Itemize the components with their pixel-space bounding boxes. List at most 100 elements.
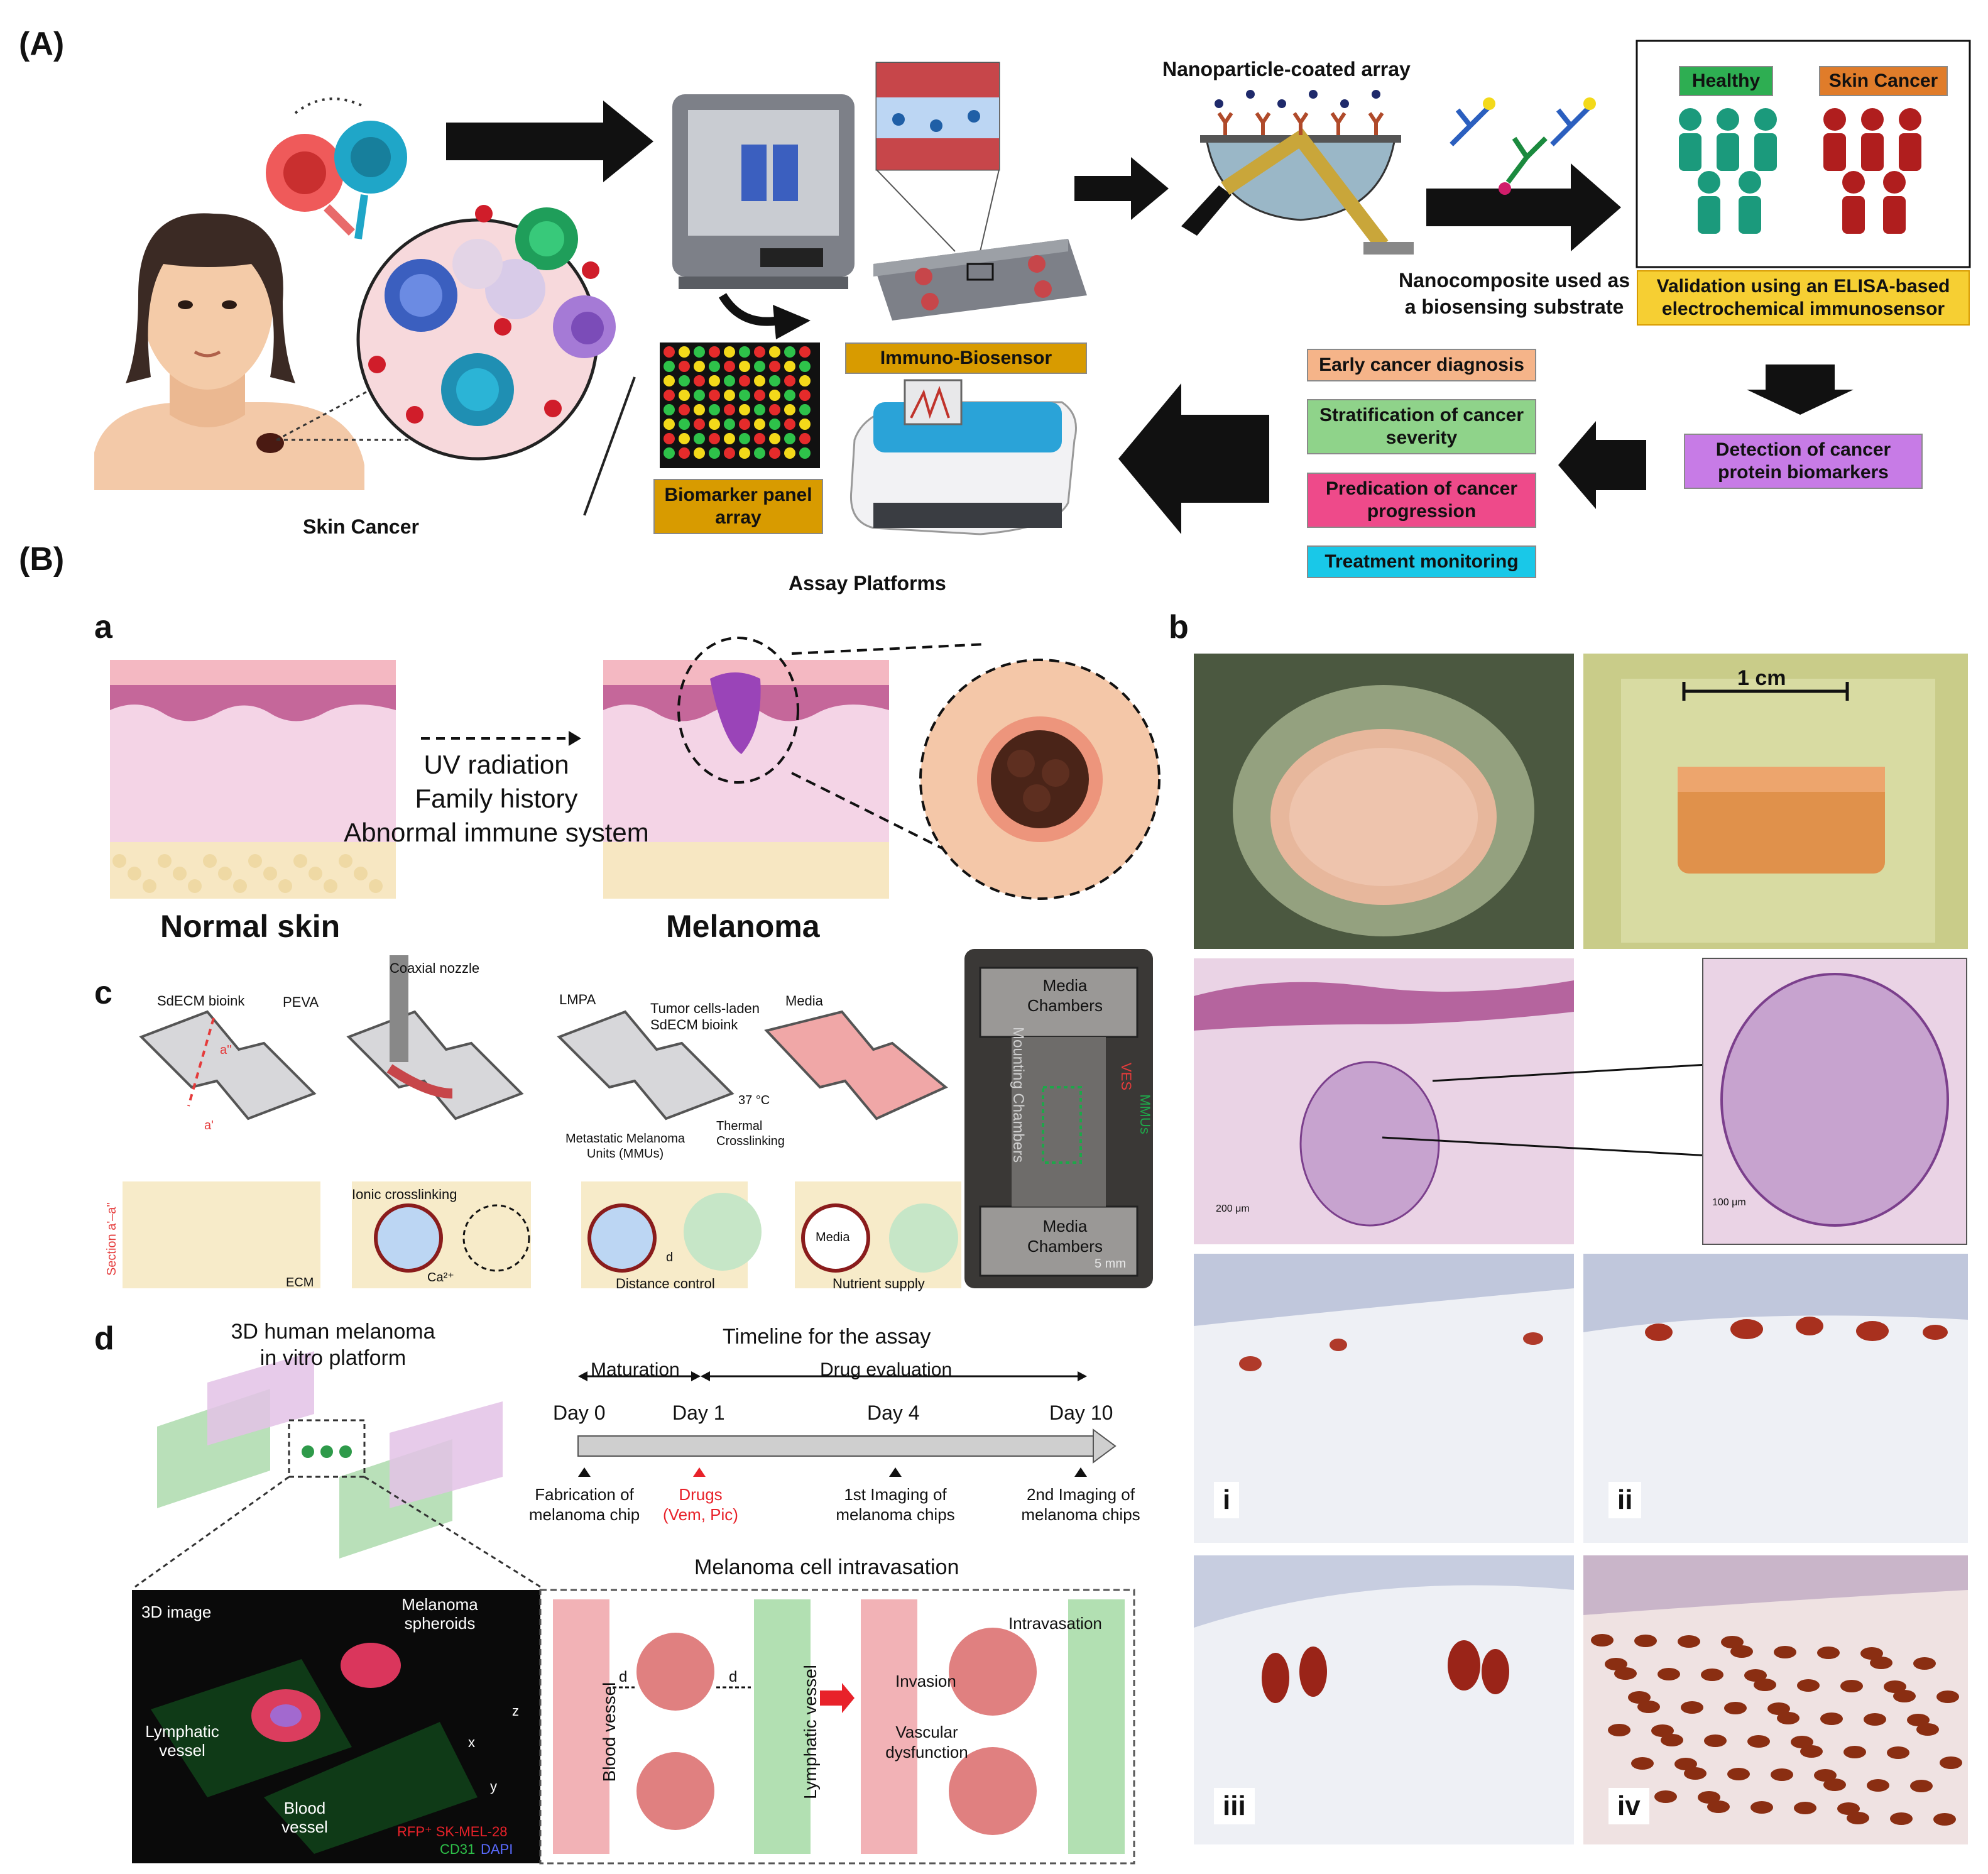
array-spot (724, 346, 735, 358)
assay-platform-instrument (849, 379, 1077, 535)
label-media: Media (785, 993, 823, 1009)
array-spot (739, 361, 750, 372)
event-imaging-2-l1: 2nd Imaging of (1026, 1485, 1135, 1504)
array-spot (679, 390, 690, 401)
ihc-stain-spot (1797, 1679, 1820, 1692)
label-coaxial: Coaxial nozzle (390, 960, 480, 976)
platform-title-line1: 3D human melanoma (231, 1320, 435, 1344)
ihc-stain-spot (1684, 1767, 1707, 1780)
sub-a-letter: a (94, 609, 112, 645)
ihc-stain-spot (1800, 1745, 1823, 1758)
ihc-stain-spot (1887, 1746, 1909, 1759)
array-spot (709, 375, 720, 386)
ihc-stain-spot (1654, 1790, 1677, 1803)
panel-a-label: (A) (19, 26, 65, 62)
label-ecm: ECM (286, 1276, 314, 1290)
array-spot (784, 419, 795, 430)
day-1: Day 1 (672, 1401, 725, 1424)
day-0: Day 0 (553, 1401, 606, 1424)
risk-factor-immune: Abnormal immune system (344, 818, 649, 847)
melanoma-caption: Melanoma (666, 909, 820, 944)
ihc-panel-iii (1194, 1555, 1574, 1844)
nanoparticle-title: Nanoparticle-coated array (1162, 58, 1411, 80)
ihc-stain-spot (1933, 1813, 1956, 1826)
ihc-stain-spot (1916, 1723, 1939, 1736)
label-ionic: Ionic crosslinking (352, 1186, 457, 1202)
ihc-stain-spot (1701, 1669, 1723, 1681)
roman-i: i (1214, 1482, 1240, 1518)
array-spot (799, 447, 811, 459)
axis-z: z (512, 1703, 519, 1719)
fat-cell (112, 854, 126, 868)
ihc-stain-spot (1890, 1812, 1913, 1825)
array-spot (754, 447, 765, 459)
ihc-stain-spot (1698, 1791, 1720, 1804)
skin-cancer-label: Skin Cancer (1819, 66, 1948, 96)
array-spot (769, 419, 780, 430)
array-spot (799, 433, 811, 444)
array-spot (739, 447, 750, 459)
assay-platforms-caption: Assay Platforms (789, 572, 946, 595)
blood-l1: Blood (283, 1799, 326, 1817)
array-spot (709, 346, 720, 358)
array-spot (784, 447, 795, 459)
microfluidic-zoom-inset (875, 62, 1000, 252)
array-spot (694, 404, 705, 415)
legend-rfp: RFP⁺ SK-MEL-28 (397, 1824, 508, 1839)
application-stratification: Stratification of cancer severity (1307, 399, 1536, 454)
array-spot (799, 390, 811, 401)
array-spot (769, 433, 780, 444)
day-4: Day 4 (867, 1401, 920, 1424)
array-spot (754, 419, 765, 430)
ihc-stain-spot (1913, 1657, 1936, 1670)
array-spot (724, 390, 735, 401)
array-spot (724, 404, 735, 415)
array-spot (799, 404, 811, 415)
ihc-stain-spot (1628, 1691, 1651, 1704)
axis-x: x (468, 1734, 475, 1750)
fat-cell (218, 867, 232, 880)
array-spot (724, 447, 735, 459)
fat-cell (173, 867, 187, 880)
skin-progression-illustration (110, 637, 1161, 900)
fat-cell (128, 867, 141, 880)
ihc-stain-spot (1605, 1658, 1627, 1670)
normal-skin-caption: Normal skin (160, 909, 341, 944)
fat-cell (263, 867, 277, 880)
detection-label: Detection of cancer protein biomarkers (1684, 434, 1923, 489)
array-spot (754, 390, 765, 401)
intravasation-label: Intravasation (1008, 1614, 1102, 1633)
skin-cancer-caption: Skin Cancer (303, 515, 419, 538)
array-spot (769, 447, 780, 459)
risk-factor-uv: UV radiation (423, 750, 569, 779)
array-spot (754, 361, 765, 372)
array-spot (784, 433, 795, 444)
array-spot (784, 375, 795, 386)
ihc-stain-spot (1864, 1713, 1886, 1726)
array-spot (739, 375, 750, 386)
fat-cell (233, 879, 247, 893)
timeline-title: Timeline for the assay (723, 1325, 931, 1349)
ihc-stain-spot (1771, 1768, 1793, 1781)
ihc-stain-spot (1823, 1778, 1846, 1791)
healthy-people-icon (1679, 108, 1777, 234)
ihc-stain-spot (1724, 1702, 1747, 1714)
array-spot (694, 375, 705, 386)
array-spot (664, 375, 675, 386)
ihc-stain-spot (1591, 1634, 1614, 1647)
array-spot (799, 361, 811, 372)
array-spot (664, 390, 675, 401)
ihc-panel-i (1194, 1254, 1574, 1543)
tumor-microenvironment-circle (356, 205, 616, 461)
ihc-stain-spot (1747, 1735, 1770, 1748)
ihc-stain-spot (1817, 1647, 1840, 1659)
ihc-stain-spot (1791, 1736, 1813, 1748)
nanocomposite-caption: Nanocomposite used as a biosensing subst… (1398, 269, 1630, 318)
array-spot (739, 433, 750, 444)
image-3d-label: 3D image (141, 1603, 212, 1621)
